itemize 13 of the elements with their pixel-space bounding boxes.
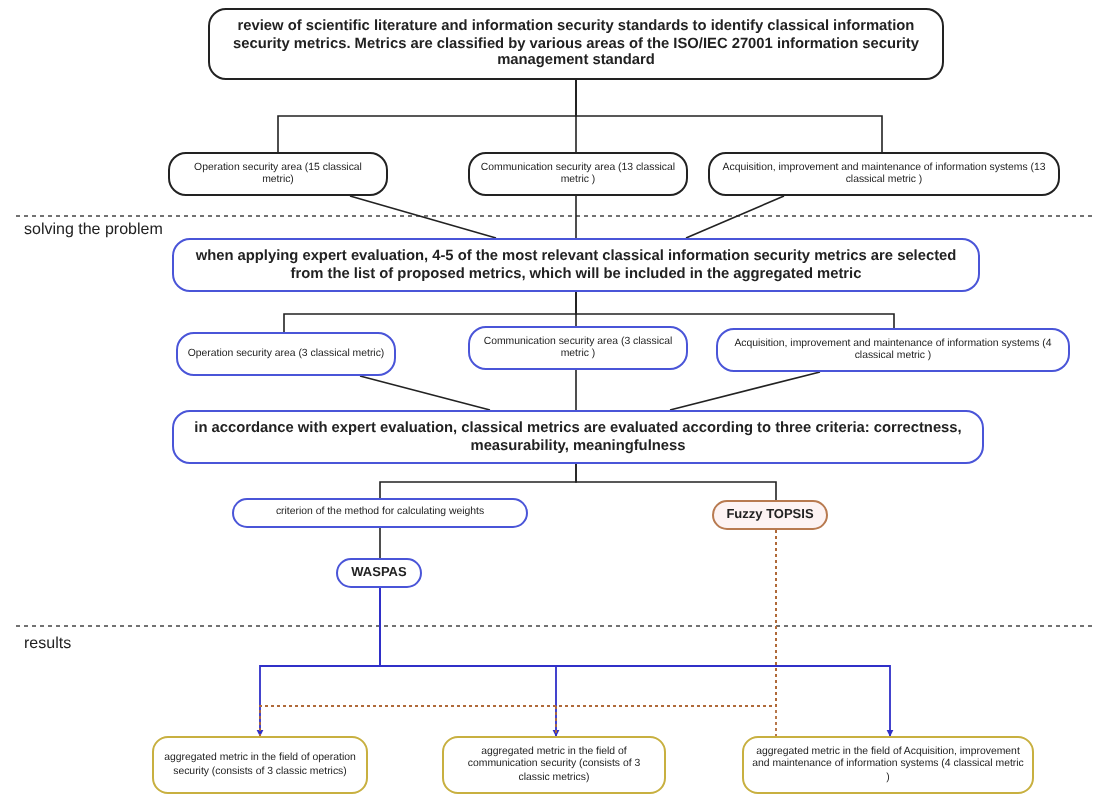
connector-line: [575, 291, 895, 329]
connector-line: [349, 195, 497, 239]
section-label: solving the problem: [24, 218, 163, 242]
connector-line: [685, 195, 785, 239]
section-label: results: [24, 632, 72, 656]
connector-line: [575, 369, 577, 411]
connector-line: [575, 195, 577, 239]
connector-line: [775, 529, 777, 737]
connector-line: [669, 371, 821, 411]
connector-line: [575, 463, 777, 501]
connector-line: [359, 375, 491, 411]
connector-line: [379, 527, 381, 559]
connector-line: [575, 79, 883, 153]
